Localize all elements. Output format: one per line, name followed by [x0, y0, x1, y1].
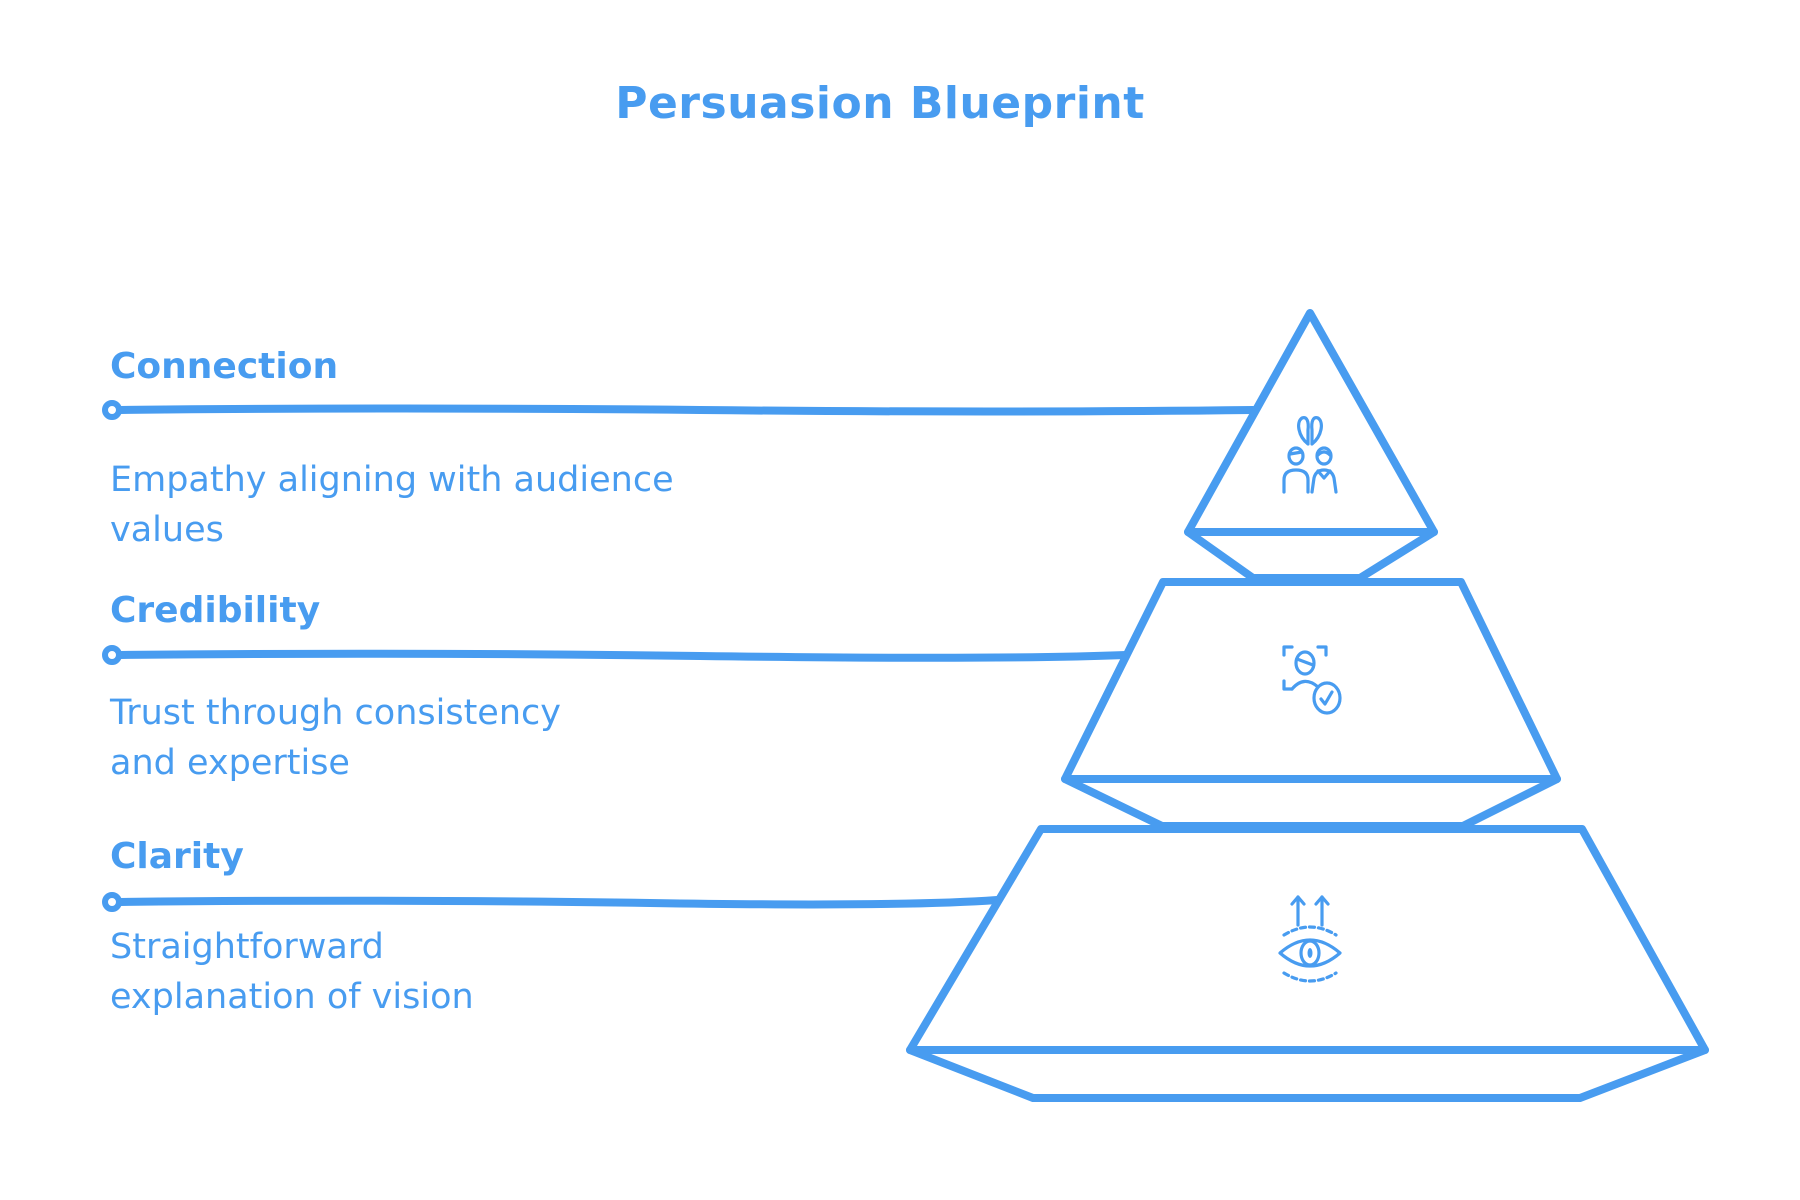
description-line: Empathy aligning with audience	[110, 460, 674, 500]
connector-connection	[102, 400, 1257, 420]
description-line: explanation of vision	[110, 977, 474, 1017]
level-description-credibility: Trust through consistency and expertise	[110, 688, 810, 788]
tier-under-face	[906, 1046, 1709, 1102]
pyramid-tier-connection	[1184, 309, 1438, 582]
description-line: values	[110, 510, 224, 550]
connector-dot	[102, 892, 122, 912]
tier-front-face	[1184, 309, 1438, 536]
connector-credibility	[102, 645, 1130, 665]
description-line: Trust through consistency	[110, 693, 561, 733]
connector-line	[108, 404, 1257, 416]
pyramid-tier-credibility	[1061, 578, 1561, 830]
description-line: and expertise	[110, 743, 350, 783]
connector-dot	[102, 645, 122, 665]
tier-under-face	[1184, 528, 1438, 582]
connector-line	[108, 896, 1001, 909]
connector-dot	[102, 400, 122, 420]
level-description-clarity: Straightforward explanation of vision	[110, 922, 810, 1022]
diagram-title: Persuasion Blueprint	[615, 78, 1145, 129]
level-label-credibility: Credibility	[110, 590, 321, 631]
tier-under-face	[1061, 775, 1561, 830]
connector-clarity	[102, 892, 1001, 912]
connector-line	[108, 649, 1130, 662]
level-label-clarity: Clarity	[110, 836, 244, 877]
tier-front-face	[1061, 578, 1561, 783]
level-description-connection: Empathy aligning with audience values	[110, 455, 810, 555]
verified-person-icon	[1282, 645, 1342, 715]
couple-heart-icon	[1282, 416, 1338, 494]
level-label-connection: Connection	[110, 346, 339, 387]
pyramid-tier-clarity	[906, 825, 1709, 1102]
description-line: Straightforward	[110, 927, 384, 967]
eye-vision-icon	[1278, 895, 1342, 983]
